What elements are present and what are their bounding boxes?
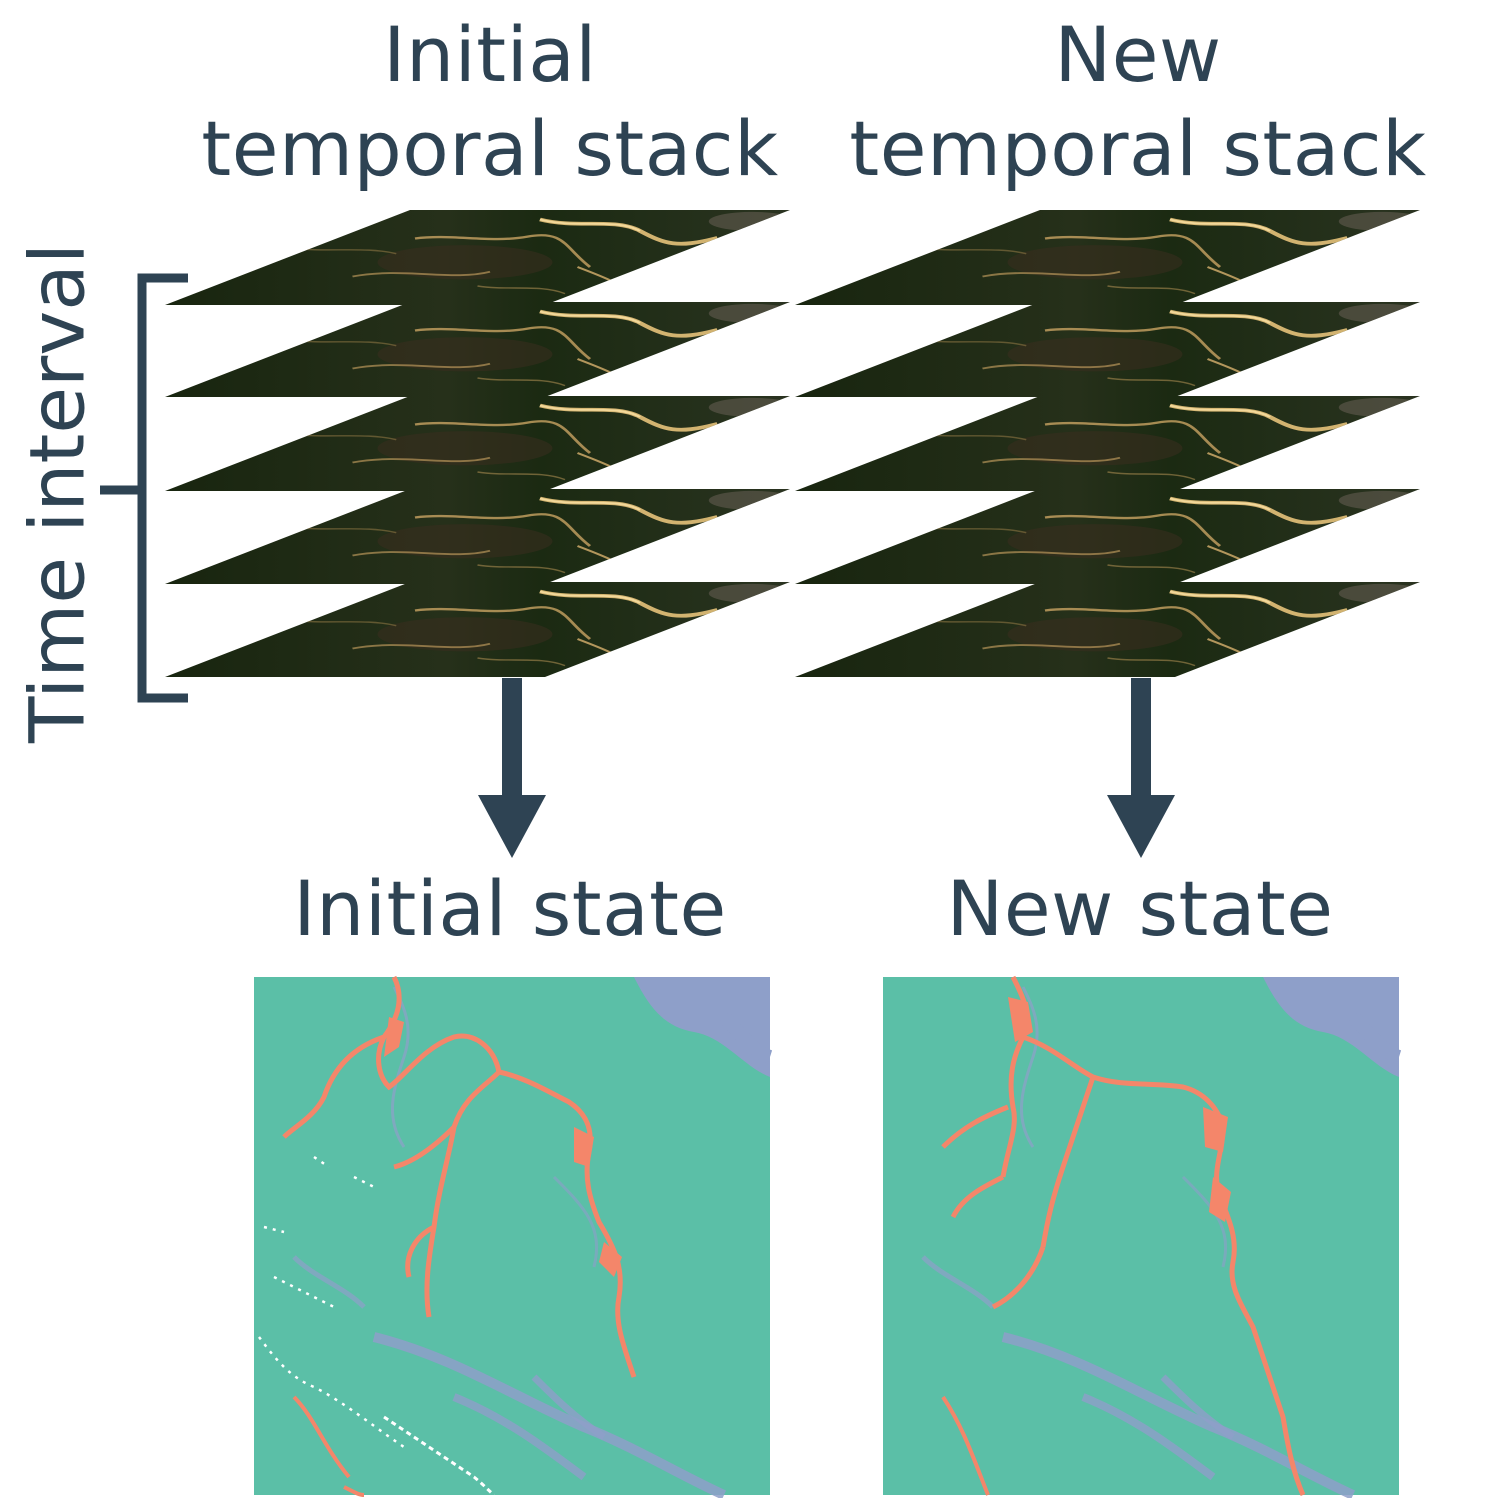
new-stack-title-line2: temporal stack bbox=[849, 104, 1427, 193]
new-stack-layer bbox=[795, 582, 1426, 677]
new-down-arrow bbox=[1107, 678, 1175, 858]
new-state-map bbox=[883, 977, 1399, 1495]
initial-stack-title-line1: Initial bbox=[383, 10, 597, 99]
new-stack-layer bbox=[795, 302, 1426, 397]
initial-temporal-stack-title: Initial temporal stack bbox=[190, 8, 790, 196]
new-stack-title-line1: New bbox=[1054, 10, 1222, 99]
new-temporal-stack-title: New temporal stack bbox=[838, 8, 1438, 196]
new-state-label: New state bbox=[946, 864, 1334, 953]
time-interval-bracket bbox=[100, 273, 188, 703]
initial-stack-layer bbox=[165, 210, 796, 305]
initial-down-arrow bbox=[478, 678, 546, 858]
initial-stack-layer bbox=[165, 489, 796, 584]
new-stack-layer bbox=[795, 489, 1426, 584]
initial-stack-layer bbox=[165, 582, 796, 677]
new-stack-layer bbox=[795, 396, 1426, 491]
new-stack-layer bbox=[795, 210, 1426, 305]
initial-stack-title-line2: temporal stack bbox=[201, 104, 779, 193]
new-temporal-stack bbox=[795, 210, 1426, 677]
initial-stack-layer bbox=[165, 302, 796, 397]
initial-stack-layer bbox=[165, 396, 796, 491]
initial-temporal-stack bbox=[165, 210, 796, 677]
initial-state-label: Initial state bbox=[293, 864, 727, 953]
initial-state-map bbox=[254, 977, 770, 1495]
